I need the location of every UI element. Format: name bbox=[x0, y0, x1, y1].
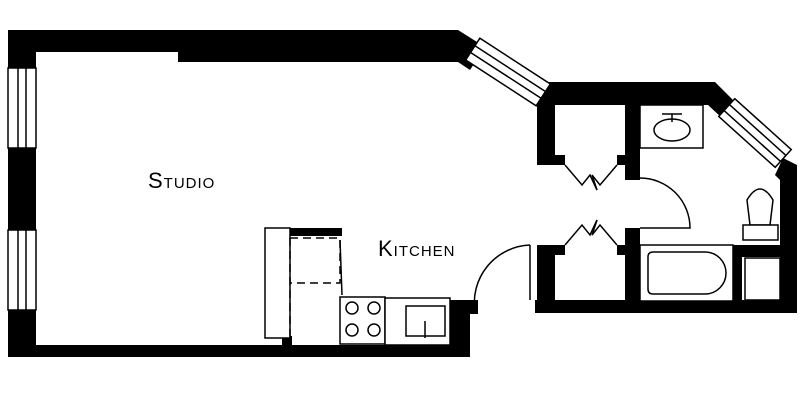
kitchen-sink bbox=[384, 297, 451, 346]
entry-door-swing[interactable] bbox=[473, 244, 531, 313]
room-label-kitchen: Kitchen bbox=[378, 236, 456, 261]
pantry-cabinet bbox=[264, 227, 291, 339]
fridge-door bbox=[339, 239, 343, 296]
stove bbox=[339, 296, 386, 345]
window-left-lower bbox=[7, 229, 37, 311]
closet-door-upper-right[interactable] bbox=[591, 164, 618, 191]
wall-jamb bbox=[617, 155, 627, 165]
linen-closet bbox=[744, 257, 781, 301]
refrigerator bbox=[290, 237, 341, 284]
window-top-diagonal bbox=[464, 37, 552, 107]
wall-kitchen-right bbox=[450, 300, 470, 357]
wall-jamb bbox=[555, 245, 565, 255]
room-label-studio: Studio bbox=[148, 168, 216, 193]
window-left-upper bbox=[7, 67, 37, 149]
window-bath-diagonal bbox=[717, 97, 793, 169]
wall-jamb bbox=[617, 245, 627, 255]
wall-closet-lower bbox=[537, 245, 555, 305]
wall-middle-lower bbox=[625, 228, 640, 303]
closet-door-lower-left[interactable] bbox=[564, 219, 598, 246]
bathroom-sink bbox=[639, 104, 704, 149]
wall-fridge bbox=[290, 228, 342, 236]
wall-jamb bbox=[555, 155, 565, 165]
closet-door-upper-left[interactable] bbox=[564, 164, 598, 191]
closet-door-lower-right[interactable] bbox=[591, 219, 618, 246]
wall-stub bbox=[282, 336, 292, 348]
wall-bottom bbox=[8, 345, 470, 357]
toilet bbox=[742, 188, 779, 241]
wall-top bbox=[8, 30, 485, 70]
wall-middle-upper bbox=[625, 100, 640, 180]
wall-bath-bottom bbox=[535, 300, 797, 313]
wall-linen bbox=[732, 245, 742, 305]
wall-closet-upper bbox=[537, 100, 555, 165]
wall-linen-top bbox=[735, 245, 785, 257]
bathtub bbox=[639, 244, 734, 302]
bathroom-door[interactable] bbox=[639, 177, 691, 229]
